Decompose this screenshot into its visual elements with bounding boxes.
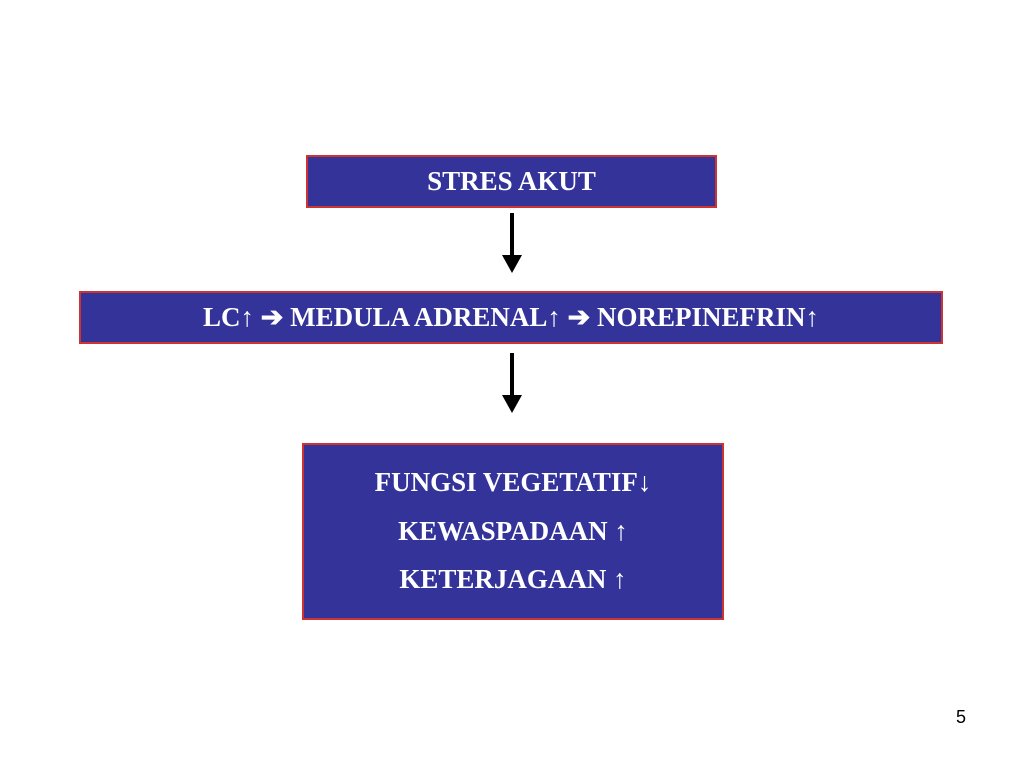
stres-akut-box: STRES AKUT <box>306 155 717 208</box>
down-arrow-icon <box>502 213 522 273</box>
slide-number: 5 <box>955 707 966 727</box>
lc-medula-adrenal-label: LC↑ ➔ MEDULA ADRENAL↑ ➔ NOREPINEFRIN↑ <box>202 302 820 332</box>
kewaspadaan-line: KEWASPADAAN ↑ <box>398 515 628 546</box>
keterjagaan-line: KETERJAGAAN ↑ <box>399 564 627 595</box>
down-arrow-icon <box>502 353 522 413</box>
lc-medula-adrenal-box: LC↑ ➔ MEDULA ADRENAL↑ ➔ NOREPINEFRIN↑ <box>79 291 943 344</box>
stres-akut-label: STRES AKUT <box>427 166 596 196</box>
fungsi-vegetatif-line: FUNGSI VEGETATIF↓ <box>374 466 652 497</box>
effects-box: FUNGSI VEGETATIF↓ KEWASPADAAN ↑ KETERJAG… <box>302 443 724 620</box>
